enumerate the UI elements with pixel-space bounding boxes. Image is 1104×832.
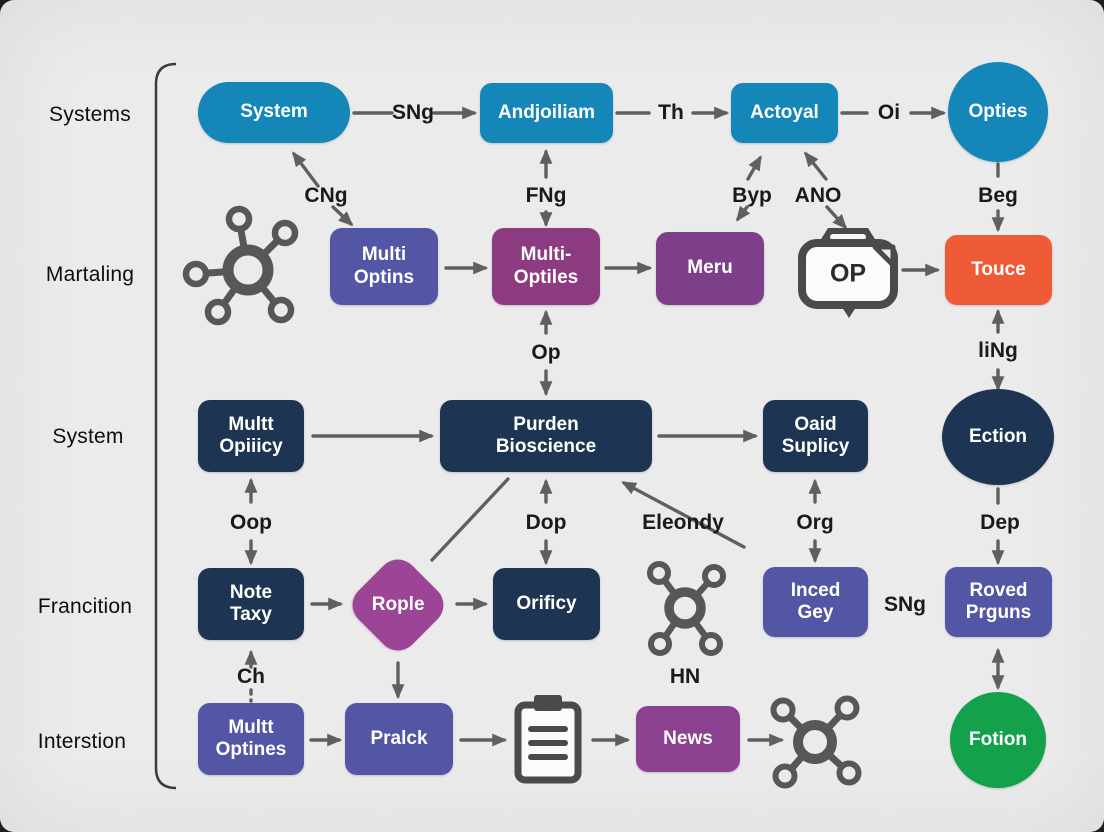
node-andjoiliam[interactable]: Andjoiliam <box>480 83 613 143</box>
node-multt-opiiicy[interactable]: Multt Opiiicy <box>198 400 304 472</box>
node-news[interactable]: News <box>636 706 740 772</box>
node-meru[interactable]: Meru <box>656 232 764 305</box>
network-icon-1 <box>182 205 299 326</box>
node-actoyal[interactable]: Actoyal <box>731 83 838 143</box>
edge-label-eleondy: Eleondy <box>642 511 724 534</box>
node-opties[interactable]: Opties <box>948 62 1048 162</box>
network-icon-2 <box>647 561 726 656</box>
node-touce[interactable]: Touce <box>945 235 1052 305</box>
edge-label-th: Th <box>658 101 684 124</box>
node-oaid-suplicy[interactable]: Oaid Suplicy <box>763 400 868 472</box>
edge-label-op: Op <box>531 341 561 364</box>
row-label-martaling: Martaling <box>45 263 135 286</box>
edge-label-byp: Byp <box>732 184 772 207</box>
edge-label-oop: Oop <box>230 511 272 534</box>
printer-icon <box>798 228 898 318</box>
edge-label-dep: Dep <box>980 511 1020 534</box>
edge-label-sng: SNg <box>392 101 434 124</box>
row-label-system: System <box>52 425 124 448</box>
edge-label-oi: Oi <box>877 101 901 124</box>
row-label-systems: Systems <box>49 103 131 126</box>
node-pralck[interactable]: Pralck <box>345 703 453 775</box>
edge-label-ano: ANO <box>794 184 842 207</box>
edge-label-hn: HN <box>669 665 701 688</box>
row-label-interstion: Interstion <box>37 730 127 753</box>
node-note-taxy[interactable]: Note Taxy <box>198 568 304 640</box>
node-ection[interactable]: Ection <box>942 389 1054 485</box>
node-system[interactable]: System <box>198 82 350 143</box>
node-fotion[interactable]: Fotion <box>950 692 1046 788</box>
network-icon-3 <box>770 695 862 789</box>
edges <box>244 106 1005 747</box>
edge-label-ling: liNg <box>978 339 1018 362</box>
edge-label-sng2: SNg <box>884 593 926 616</box>
node-inced-gey[interactable]: Inced Gey <box>763 567 868 637</box>
edge-label-fng: FNg <box>525 184 567 207</box>
node-multi-optins[interactable]: Multi Optins <box>330 228 438 305</box>
edge-label-cng: CNg <box>304 184 348 207</box>
node-orificy[interactable]: Orificy <box>493 568 600 640</box>
edge-label-beg: Beg <box>978 184 1018 207</box>
clipboard-icon <box>514 695 582 784</box>
edge-label-dop: Dop <box>525 511 567 534</box>
node-multt-optines[interactable]: Multt Optines <box>198 703 304 775</box>
edge-label-org: Org <box>796 511 834 534</box>
node-multi-optiles[interactable]: Multi-Optiles <box>492 228 600 305</box>
node-purden-bioscience[interactable]: Purden Bioscience <box>440 400 652 472</box>
node-roved-prguns[interactable]: Roved Prguns <box>945 567 1052 637</box>
edge-label-ch: Ch <box>237 665 265 688</box>
bracket <box>154 62 177 790</box>
printer-op-label: OP <box>829 259 867 288</box>
row-label-francition: Francition <box>37 595 133 618</box>
